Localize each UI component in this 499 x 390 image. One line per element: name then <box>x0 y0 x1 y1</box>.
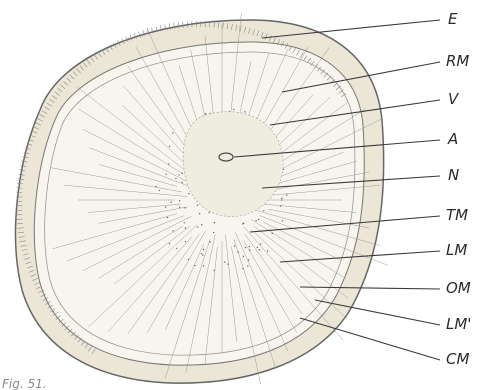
stipple-dot <box>197 226 198 227</box>
stipple-dot <box>184 207 185 208</box>
stipple-dot <box>175 178 176 179</box>
stipple-dot <box>203 249 204 250</box>
label-LM-prime: LM' <box>446 315 471 333</box>
stipple-dot <box>178 174 179 175</box>
stipple-dot <box>185 241 186 242</box>
stipple-dot <box>281 199 282 200</box>
stipple-dot <box>243 223 244 224</box>
label-E: E <box>448 10 458 28</box>
stipple-dot <box>179 206 180 207</box>
stipple-dot <box>185 227 186 228</box>
stipple-dot <box>247 265 248 266</box>
stipple-dot <box>286 194 287 195</box>
figure-caption: Fig. 51. <box>2 377 47 390</box>
stipple-dot <box>248 259 249 260</box>
stipple-dot <box>263 210 264 211</box>
stipple-dot <box>188 193 189 194</box>
label-RM: RM <box>446 52 469 70</box>
stipple-dot <box>257 247 258 248</box>
stipple-dot <box>244 111 245 112</box>
stipple-dot <box>243 256 244 257</box>
stipple-dot <box>159 190 160 191</box>
stipple-dot <box>258 219 259 220</box>
stipple-dot <box>238 251 239 252</box>
stipple-dot <box>165 174 166 175</box>
stipple-dot <box>259 249 260 250</box>
stipple-dot <box>201 224 202 225</box>
stipple-dot <box>165 206 166 207</box>
stipple-dot <box>171 202 172 203</box>
stipple-dot <box>214 222 215 223</box>
stipple-dot <box>249 249 250 250</box>
stipple-dot <box>182 173 183 174</box>
stipple-dot <box>208 212 209 213</box>
stipple-dot <box>155 186 156 187</box>
label-N: N <box>448 166 459 184</box>
stipple-dot <box>213 232 214 233</box>
stipple-dot <box>224 261 225 262</box>
stipple-dot <box>179 200 180 201</box>
stipple-dot <box>249 246 250 247</box>
stipple-dot <box>280 205 281 206</box>
label-A: A <box>447 130 458 148</box>
stipple-dot <box>260 243 261 244</box>
stipple-dot <box>214 270 215 271</box>
label-TM: TM <box>446 206 468 224</box>
stipple-dot <box>227 264 228 265</box>
stipple-dot <box>169 146 170 147</box>
label-V: V <box>448 90 460 108</box>
stipple-dot <box>199 213 200 214</box>
stipple-dot <box>255 220 256 221</box>
label-OM: OM <box>446 279 471 297</box>
stipple-dot <box>202 254 203 255</box>
stipple-dot <box>168 163 169 164</box>
stipple-dot <box>201 253 202 254</box>
stipple-dot <box>209 241 210 242</box>
stipple-dot <box>181 182 182 183</box>
stipple-dot <box>242 268 243 269</box>
stipple-dot <box>188 259 189 260</box>
label-CM: CM <box>446 350 469 368</box>
stipple-dot <box>282 220 283 221</box>
stipple-dot <box>281 198 282 199</box>
stipple-dot <box>203 265 204 266</box>
stipple-dot <box>167 217 168 218</box>
stipple-dot <box>233 109 234 110</box>
stipple-dot <box>234 245 235 246</box>
stipple-dot <box>176 248 177 249</box>
label-LM: LM <box>446 241 467 259</box>
stipple-dot <box>169 243 170 244</box>
stipple-dot <box>197 205 198 206</box>
stipple-dot <box>205 113 206 114</box>
stipple-dot <box>245 247 246 248</box>
stipple-dot <box>272 233 273 234</box>
stipple-dot <box>283 169 284 170</box>
stipple-dot <box>172 230 173 231</box>
central-nerve-region <box>183 112 283 217</box>
stipple-dot <box>184 222 185 223</box>
stipple-dot <box>172 132 173 133</box>
stipple-dot <box>194 265 195 266</box>
stipple-dot <box>267 250 268 251</box>
